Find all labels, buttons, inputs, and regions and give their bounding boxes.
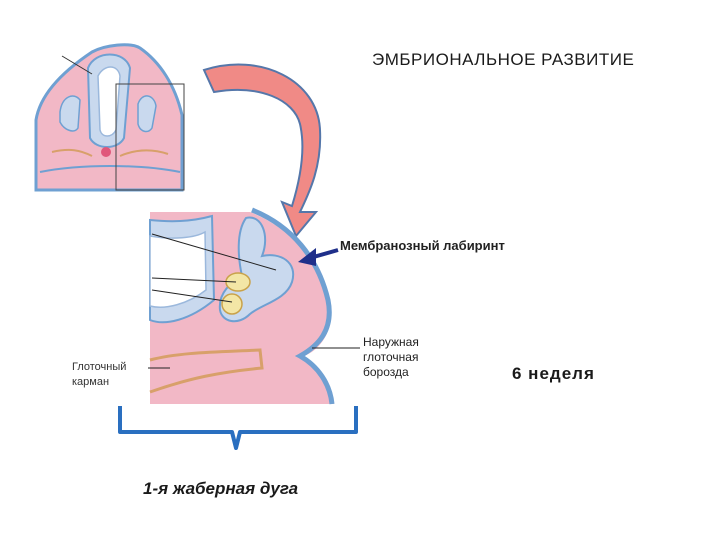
enlarged-section (148, 207, 360, 405)
bracket (118, 406, 358, 450)
pointer-arrow (298, 248, 339, 266)
page-title: ЭМБРИОНАЛЬНОЕ РАЗВИТИЕ (372, 50, 635, 69)
first-gill-arch-label: 1-я жаберная дуга (143, 479, 299, 498)
embryo-cross-section (34, 43, 185, 192)
pharyngeal-pocket-label: Глоточный карман (72, 361, 127, 388)
membranous-labyrinth-label: Мембранозный лабиринт (340, 238, 505, 253)
week-label: 6 неделя (512, 364, 595, 383)
external-groove-label: Наружная глоточная борозда (363, 335, 419, 379)
curved-arrow (202, 63, 322, 238)
